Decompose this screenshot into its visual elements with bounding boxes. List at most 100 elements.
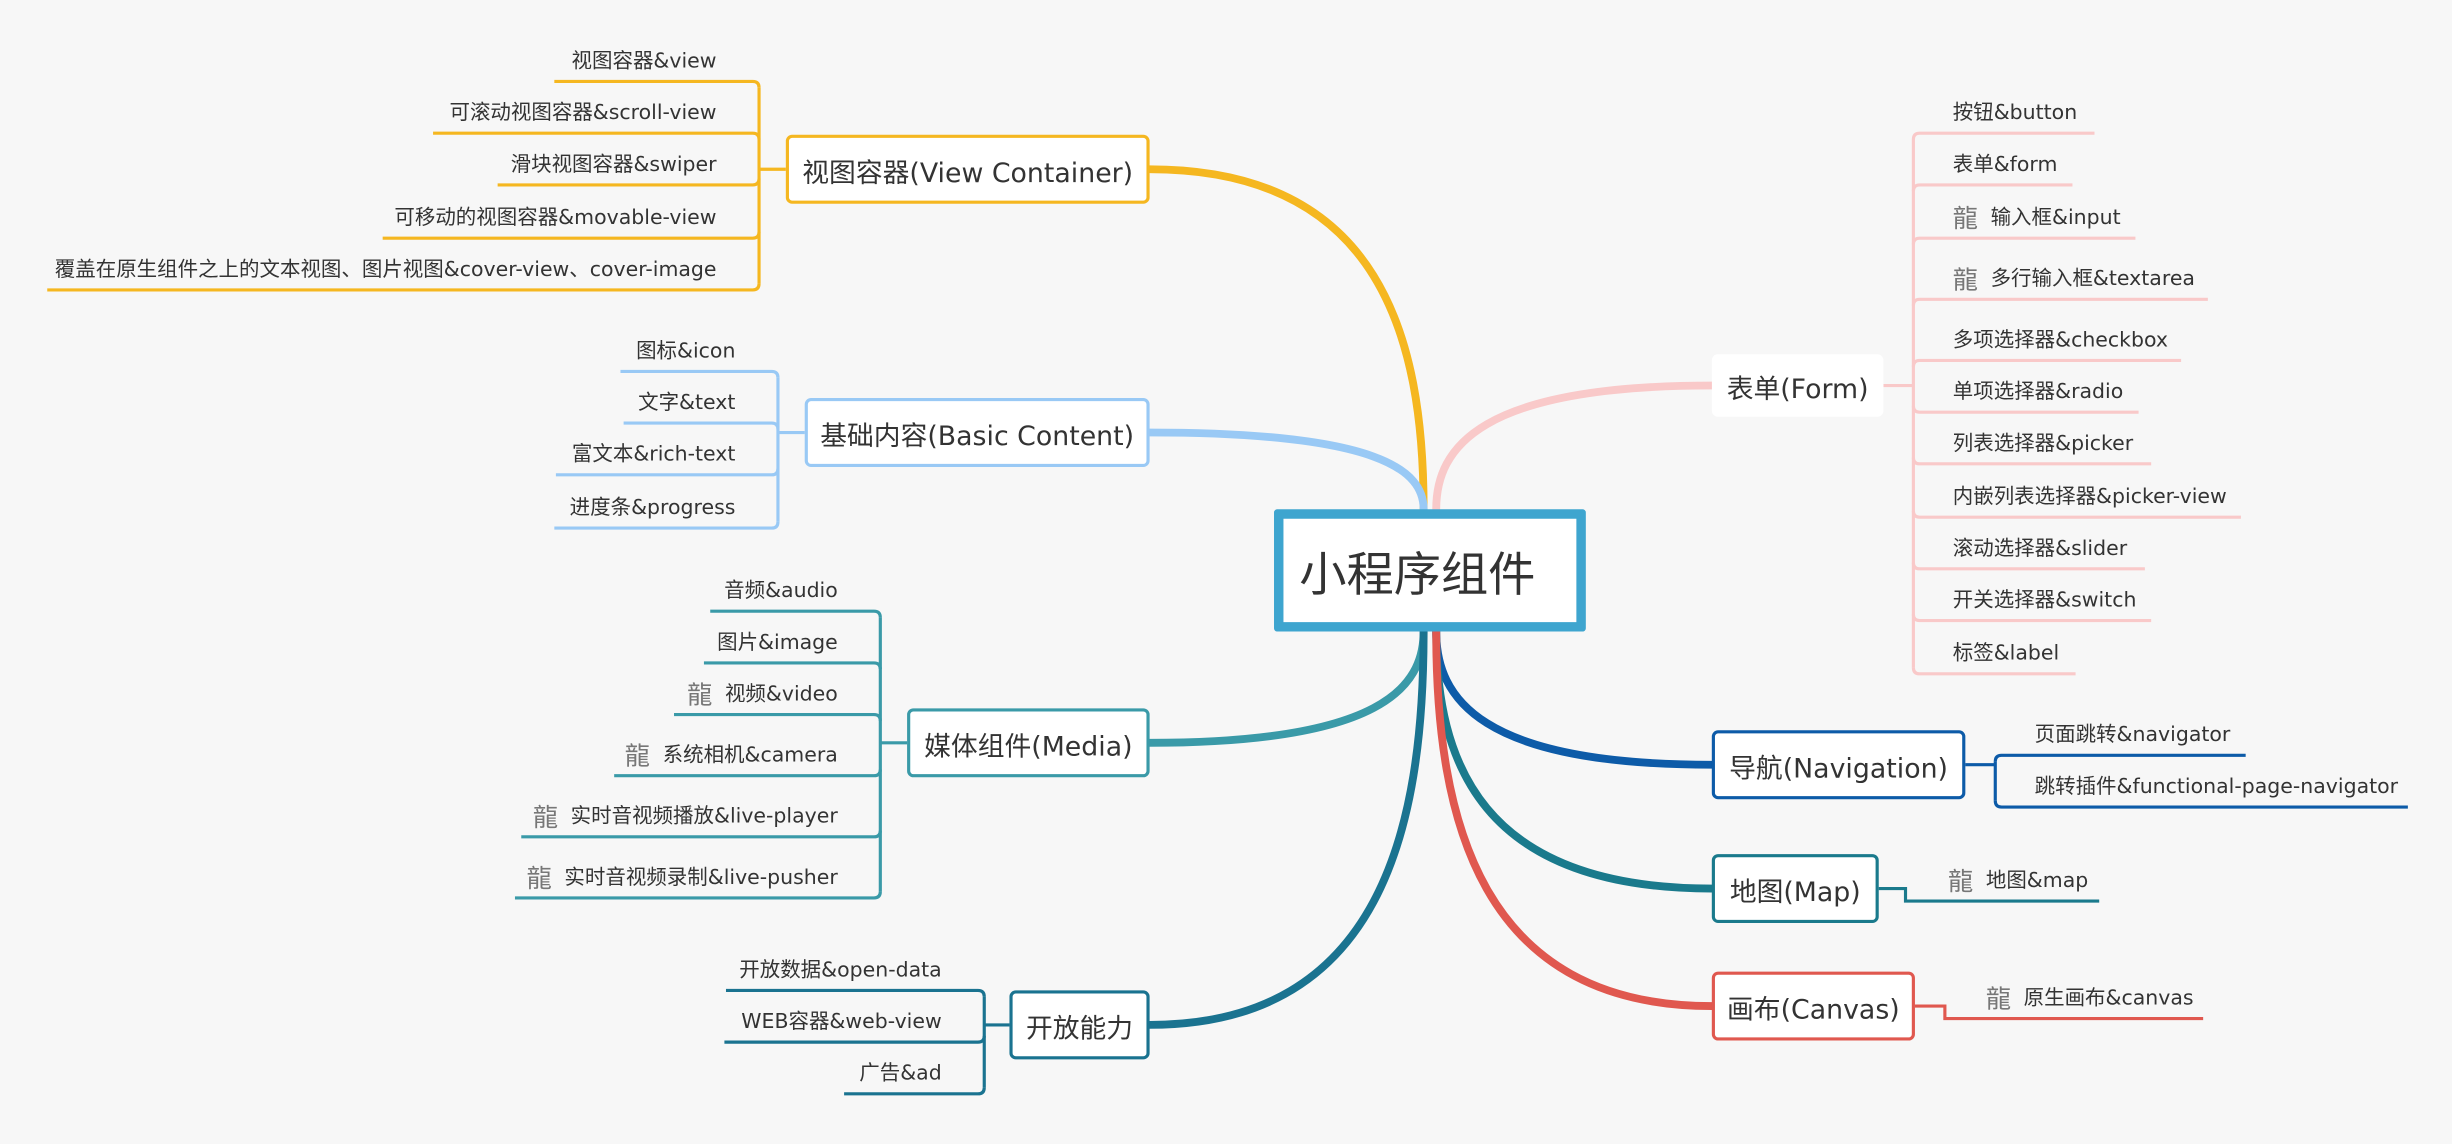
- branch-label: 导航(Navigation): [1729, 752, 1949, 785]
- leaf-connector: [1911, 614, 2152, 623]
- leaf-label: 富文本&rich-text: [571, 443, 736, 467]
- leaf-label: 进度条&progress: [569, 496, 736, 521]
- leaf-view-1[interactable]: 可滚动视图容器&scroll-view: [449, 102, 716, 127]
- leaf-label: WEB容器&web-view: [741, 1010, 942, 1035]
- leaf-label: 地图&map: [1985, 869, 2089, 894]
- branch-node-nav[interactable]: 导航(Navigation): [1711, 730, 1966, 800]
- leaf-label: 广告&ad: [859, 1062, 942, 1087]
- branch-node-view[interactable]: 视图容器(View Container): [785, 134, 1150, 204]
- leaf-form-6[interactable]: 列表选择器&picker: [1953, 433, 2133, 458]
- leaf-canvas-0[interactable]: 龍原生画布&canvas: [1986, 986, 2194, 1012]
- dragon-icon: 龍: [1952, 264, 1978, 295]
- leaf-basic-2[interactable]: 富文本&rich-text: [572, 443, 736, 468]
- leaf-connector: [620, 369, 780, 378]
- leaf-media-2[interactable]: 龍视频&video: [687, 682, 838, 708]
- leaf-label: 原生画布&canvas: [2023, 987, 2194, 1011]
- leaf-connector: [724, 1035, 986, 1044]
- branch-node-canvas[interactable]: 画布(Canvas): [1711, 971, 1915, 1041]
- branch-connector: [1432, 627, 1716, 769]
- leaf-view-4[interactable]: 覆盖在原生组件之上的文本视图、图片视图&cover-view、cover-ima…: [55, 259, 717, 284]
- leaf-media-1[interactable]: 图片&image: [717, 632, 838, 657]
- branch-node-form[interactable]: 表单(Form): [1711, 354, 1884, 417]
- leaf-connector: [1878, 886, 2100, 903]
- leaf-basic-3[interactable]: 进度条&progress: [570, 497, 736, 522]
- leaf-form-5[interactable]: 单项选择器&radio: [1953, 381, 2124, 406]
- leaf-label: 滑块视图容器&swiper: [510, 153, 717, 178]
- branch-connector: [1145, 428, 1428, 514]
- leaf-form-7[interactable]: 内嵌列表选择器&picker-view: [1953, 486, 2227, 511]
- leaf-media-5[interactable]: 龍实时音视频录制&live-pusher: [526, 863, 838, 894]
- leaf-view-0[interactable]: 视图容器&view: [572, 50, 717, 75]
- leaf-open-2[interactable]: 广告&ad: [859, 1062, 941, 1087]
- leaf-label: 跳转插件&functional-page-navigator: [2034, 775, 2399, 800]
- leaf-media-3[interactable]: 龍系统相机&camera: [625, 744, 838, 769]
- branch-label: 开放能力: [1025, 1013, 1134, 1045]
- leaf-media-0[interactable]: 音频&audio: [724, 580, 838, 605]
- leaf-label: 多项选择器&checkbox: [1952, 329, 2169, 353]
- leaf-connector: [47, 283, 761, 292]
- leaf-basic-1[interactable]: 文字&text: [638, 392, 735, 417]
- branch-label: 基础内容(Basic Content): [820, 420, 1135, 453]
- leaf-form-3[interactable]: 龍多行输入框&textarea: [1952, 264, 2195, 295]
- branch-node-open[interactable]: 开放能力: [1009, 990, 1150, 1060]
- leaf-connector: [1911, 562, 2145, 571]
- branch-node-map[interactable]: 地图(Map): [1711, 854, 1879, 924]
- leaf-label: 表单&form: [1952, 153, 2058, 178]
- leaf-open-0[interactable]: 开放数据&open-data: [739, 959, 941, 984]
- leaf-open-1[interactable]: WEB容器&web-view: [741, 1011, 941, 1036]
- leaf-label: 实时音视频播放&live-player: [570, 805, 838, 829]
- leaf-form-1[interactable]: 表单&form: [1953, 154, 2058, 179]
- branch-label: 表单(Form): [1726, 373, 1869, 406]
- leaf-label: 可移动的视图容器&movable-view: [394, 206, 717, 231]
- leaf-connector: [1911, 457, 2152, 466]
- leaf-form-2[interactable]: 龍输入框&input: [1952, 203, 2121, 234]
- leaf-label: 多行输入框&textarea: [1990, 267, 2195, 292]
- leaf-connector: [703, 661, 882, 670]
- branch-connector: [1432, 381, 1716, 514]
- leaf-label: 实时音视频录制&live-pusher: [564, 866, 838, 891]
- leaf-label: 视频&video: [724, 683, 838, 707]
- leaf-label: 开关选择器&switch: [1952, 589, 2137, 613]
- leaf-form-0[interactable]: 按钮&button: [1953, 102, 2077, 127]
- leaf-connector: [497, 178, 761, 187]
- branch-connector: [1432, 627, 1716, 893]
- leaf-media-4[interactable]: 龍实时音视频播放&live-player: [533, 805, 838, 830]
- root-node[interactable]: 小程序组件: [1274, 509, 1586, 632]
- leaf-view-3[interactable]: 可移动的视图容器&movable-view: [394, 207, 716, 232]
- leaf-connector: [514, 891, 882, 900]
- dragon-icon: 龍: [624, 741, 651, 772]
- dragon-icon: 龍: [526, 863, 552, 894]
- leaf-form-8[interactable]: 滚动选择器&slider: [1953, 538, 2127, 563]
- leaf-label: 文字&text: [638, 391, 736, 416]
- leaf-label: 开放数据&open-data: [739, 959, 942, 983]
- dragon-icon: 龍: [1952, 203, 1978, 234]
- leaf-connector: [554, 521, 780, 530]
- leaf-form-4[interactable]: 多项选择器&checkbox: [1953, 329, 2168, 354]
- branch-label: 地图(Map): [1729, 876, 1861, 909]
- leaf-connector: [1911, 358, 2182, 367]
- leaf-label: 输入框&input: [1990, 206, 2121, 231]
- leaf-connector: [725, 988, 986, 997]
- leaf-map-0[interactable]: 龍地图&map: [1948, 869, 2089, 895]
- leaf-form-9[interactable]: 开关选择器&switch: [1953, 589, 2137, 614]
- leaf-label: 系统相机&camera: [662, 744, 838, 768]
- branch-label: 画布(Canvas): [1727, 994, 1900, 1026]
- leaf-form-10[interactable]: 标签&label: [1953, 643, 2059, 668]
- leaf-nav-1[interactable]: 跳转插件&functional-page-navigator: [2035, 776, 2398, 801]
- leaf-connector: [1911, 510, 2241, 519]
- leaf-label: 音频&audio: [724, 579, 838, 604]
- leaf-label: 内嵌列表选择器&picker-view: [1952, 485, 2227, 510]
- branch-connector: [1145, 165, 1428, 514]
- root-label: 小程序组件: [1299, 548, 1536, 604]
- leaf-connector: [1911, 405, 2139, 414]
- leaf-connector: [521, 830, 882, 839]
- branch-node-basic[interactable]: 基础内容(Basic Content): [804, 398, 1150, 467]
- leaf-basic-0[interactable]: 图标&icon: [636, 340, 735, 365]
- leaf-connector: [1911, 183, 2073, 192]
- leaf-nav-0[interactable]: 页面跳转&navigator: [2035, 724, 2231, 749]
- leaf-connector: [1911, 297, 2208, 306]
- leaf-view-2[interactable]: 滑块视图容器&swiper: [511, 154, 717, 179]
- branch-node-media[interactable]: 媒体组件(Media): [907, 708, 1150, 778]
